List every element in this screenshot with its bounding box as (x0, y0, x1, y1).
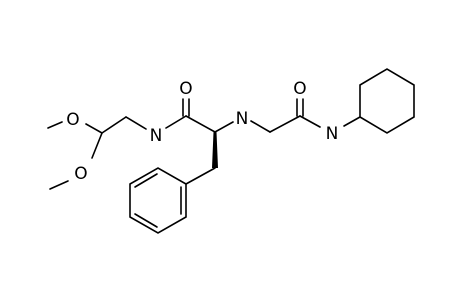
phenyl-ring (129, 167, 187, 234)
bond-acetal-o-upper (85, 123, 103, 134)
bond-carbonyl-alpha (185, 115, 216, 133)
bond-methyl-lower (49, 180, 69, 190)
bond-ch2-carbonyl-right (269, 115, 301, 133)
atom-carbonyl-o-left: O (179, 79, 192, 99)
phenyl-double-bond-2 (134, 213, 158, 228)
bond-nh-ch2 (250, 120, 271, 133)
atom-amide-n-right: N (326, 124, 339, 144)
bond-ch2-nh (125, 116, 147, 130)
bond-nh-carbonyl (165, 115, 187, 129)
bond-alpha-nh (214, 121, 234, 133)
bond-methyl-upper (47, 121, 63, 129)
bond-acetal-o-lower (91, 132, 103, 159)
phenyl-double-bond-3 (134, 173, 158, 188)
atom-methoxy-o-upper: O (66, 110, 79, 130)
stereo-wedge-bond (212, 132, 218, 168)
bond-nh-cyclohexyl (343, 116, 361, 127)
cyclohexane-ring (359, 68, 415, 134)
bond-acetal-ch2 (101, 116, 127, 134)
atom-amine-n: N (236, 109, 249, 129)
bond-carbonyl-nh-right (299, 115, 321, 128)
atom-carbonyl-o-right: O (293, 79, 306, 99)
atom-methoxy-o-lower: O (74, 164, 87, 184)
bond-benzyl-phenyl (185, 167, 216, 185)
atom-amide-n-left: N (150, 126, 163, 146)
atom-label-layer: O O N O N O N (66, 79, 338, 184)
bond-layer (47, 68, 415, 234)
